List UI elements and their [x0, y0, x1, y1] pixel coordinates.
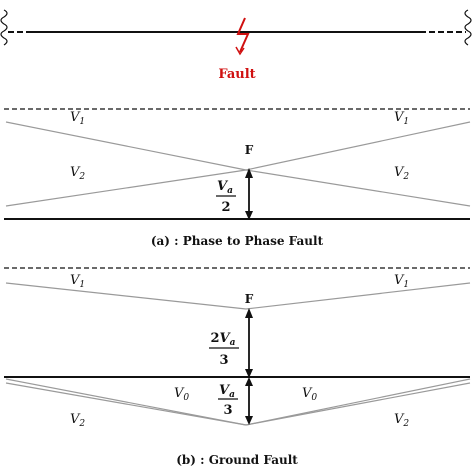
panel-b-upper-fraction: 2Va 3 [209, 331, 239, 368]
transmission-line-section: Fault [0, 9, 472, 82]
panel-b-v0-left-line [5, 382, 247, 426]
panel-b-v0-left-label: V0 [174, 386, 189, 403]
panel-b-v2-right-line [245, 378, 471, 426]
panel-a-v1-right-label: V1 [394, 110, 409, 127]
panel-a-v2-right-label: V2 [394, 165, 409, 182]
svg-text:3: 3 [223, 403, 232, 418]
fault-label: Fault [218, 67, 255, 82]
panel-b-v2-left-line [5, 378, 247, 426]
svg-text:2: 2 [221, 200, 230, 215]
panel-b-v1-left-label: V1 [70, 273, 85, 290]
left-source-coil-icon [0, 9, 8, 46]
panel-a-v1-left-line [5, 121, 247, 171]
panel-a: F V1 V1 V2 V2 Va 2 (a) : Phase to Phase … [4, 108, 471, 248]
panel-a-v2-left-label: V2 [70, 165, 85, 182]
svg-text:Va: Va [219, 383, 235, 400]
panel-b-v0-right-line [245, 382, 471, 426]
panel-a-caption: (a) : Phase to Phase Fault [151, 234, 324, 248]
panel-b-caption: (b) : Ground Fault [176, 453, 298, 467]
panel-b-fault-point: F [245, 292, 254, 306]
panel-a-fraction: Va 2 [216, 179, 236, 215]
panel-b-v1-left-line [5, 282, 247, 310]
panel-a-v1-left-label: V1 [70, 110, 85, 127]
svg-text:3: 3 [219, 353, 228, 368]
panel-a-v2-right-line [245, 169, 471, 207]
panel-b-v2-right-label: V2 [394, 412, 409, 429]
panel-a-v1-right-line [245, 121, 471, 171]
panel-b-v1-right-line [245, 282, 471, 310]
fault-lightning-icon [236, 17, 250, 53]
panel-a-fault-point: F [245, 143, 254, 157]
panel-b-v1-right-label: V1 [394, 273, 409, 290]
panel-b: F V1 V1 V0 V0 V2 V2 2Va 3 Va 3 (b) : Gro… [4, 267, 471, 467]
svg-text:Va: Va [217, 179, 233, 196]
svg-text:2Va: 2Va [211, 331, 236, 348]
right-source-coil-icon [464, 9, 472, 46]
panel-b-v0-right-label: V0 [302, 386, 317, 403]
panel-b-lower-fraction: Va 3 [218, 383, 238, 418]
panel-b-v2-left-label: V2 [70, 412, 85, 429]
panel-a-v2-left-line [5, 169, 247, 207]
